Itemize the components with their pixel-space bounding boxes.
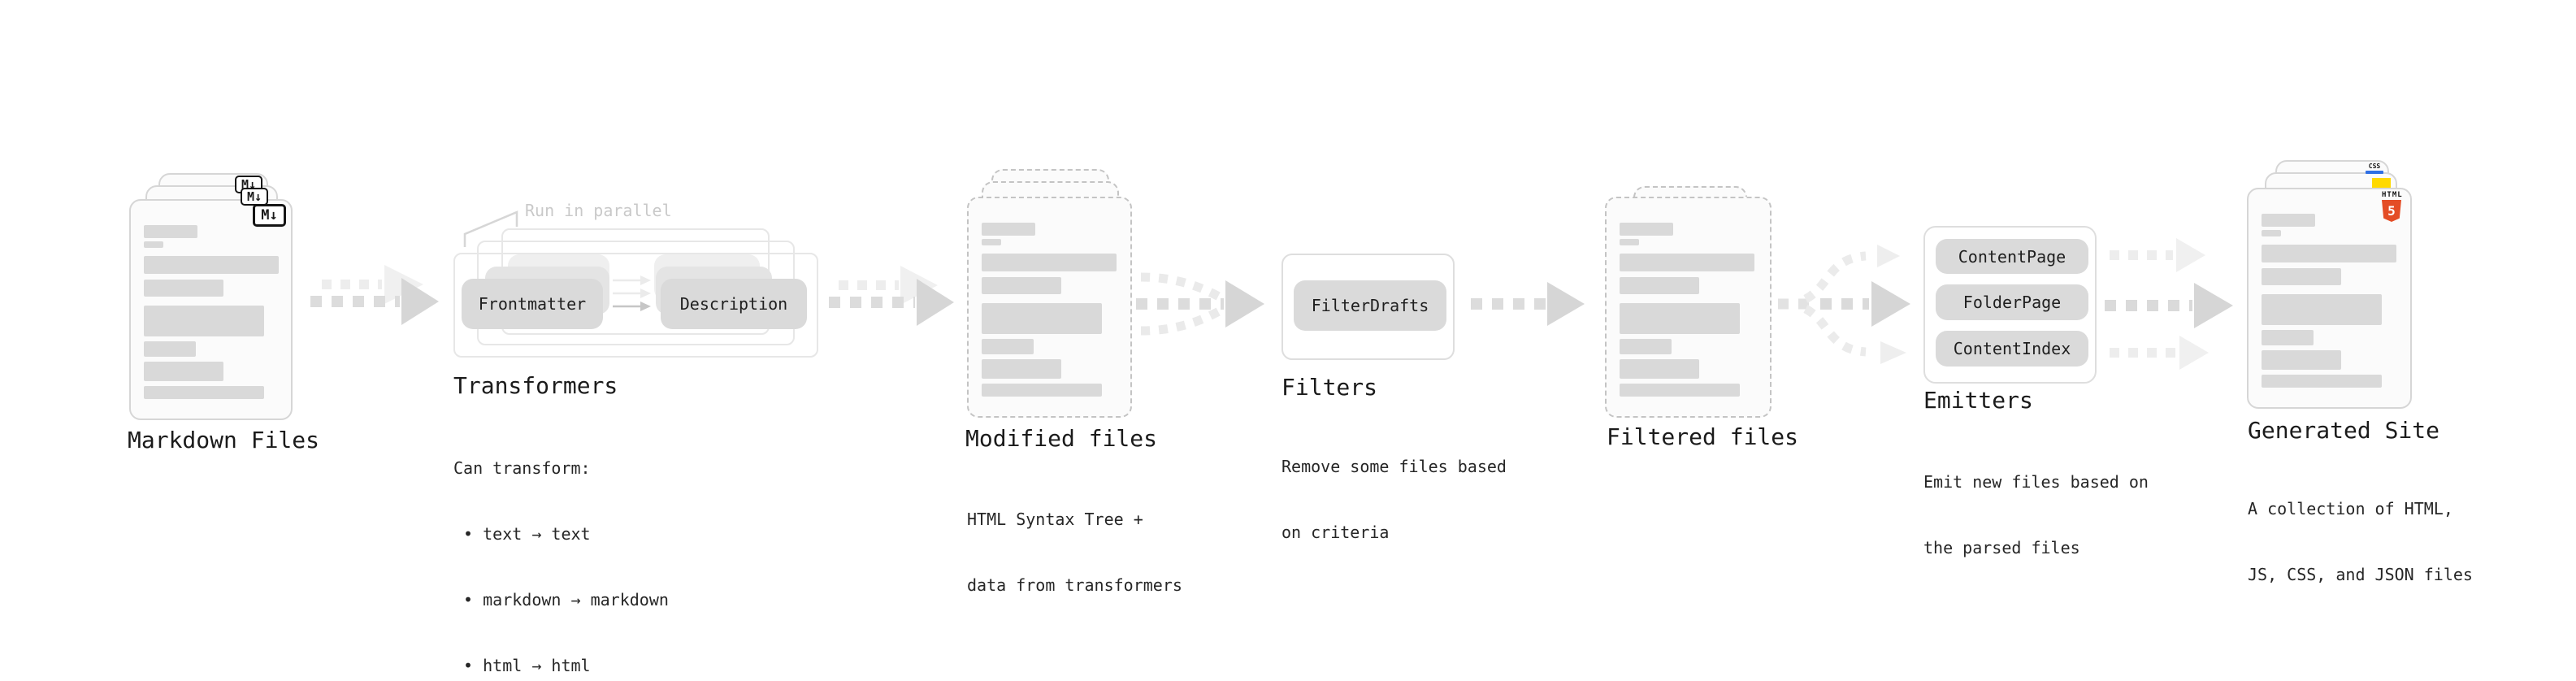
placeholder-bar	[1620, 277, 1699, 294]
emitters-description: Emit new files based on the parsed files	[1923, 427, 2149, 603]
placeholder-bar	[1620, 239, 1639, 245]
placeholder-bar	[2262, 214, 2315, 227]
markdown-file-card	[129, 199, 293, 420]
emitters-desc-line2: the parsed files	[1923, 538, 2080, 557]
placeholder-bar	[144, 225, 197, 238]
modified-desc-line1: HTML Syntax Tree +	[967, 510, 1143, 529]
run-in-parallel-label: Run in parallel	[525, 201, 672, 220]
placeholder-bar	[982, 277, 1061, 294]
bullet-text-to-text: • text → text	[453, 524, 591, 544]
placeholder-bar	[1620, 303, 1740, 334]
placeholder-bar	[2262, 268, 2341, 285]
generated-desc-line2: JS, CSS, and JSON files	[2248, 565, 2473, 584]
placeholder-bar	[144, 341, 196, 357]
placeholder-bar	[1620, 359, 1699, 379]
filters-desc-line1: Remove some files based	[1281, 457, 1507, 476]
arrow-modified-to-filters	[1136, 272, 1264, 336]
modified-files-title: Modified files	[965, 425, 1158, 452]
placeholder-bar	[2262, 294, 2382, 325]
filters-description: Remove some files based on criteria	[1281, 412, 1507, 588]
markdown-icon: M↓	[253, 204, 286, 227]
generated-site-title: Generated Site	[2248, 417, 2440, 444]
js-file-icon	[2372, 178, 2391, 188]
placeholder-bar	[2262, 350, 2341, 370]
placeholder-bar	[1620, 384, 1740, 397]
placeholder-bar	[144, 280, 223, 297]
emitters-box: ContentPage FolderPage ContentIndex	[1923, 226, 2097, 384]
html5-icon-label: HTML	[2382, 191, 2403, 199]
emitters-desc-line1: Emit new files based on	[1923, 472, 2149, 492]
placeholder-bar	[144, 306, 264, 336]
placeholder-bar	[982, 303, 1102, 334]
arrow-emitters-to-generated	[2105, 238, 2233, 370]
arrow-filtered-to-emitters	[1778, 245, 1910, 364]
placeholder-bar	[2262, 230, 2281, 236]
html5-icon: HTML 5	[2382, 191, 2403, 222]
arrow-markdown-to-transformers	[310, 265, 439, 325]
filtered-file-card	[1605, 197, 1772, 418]
folderpage-button: FolderPage	[1936, 284, 2088, 320]
html5-icon-shield: 5	[2382, 200, 2401, 222]
placeholder-bar	[982, 339, 1034, 354]
generated-file-card	[2247, 188, 2412, 409]
generated-site-description: A collection of HTML, JS, CSS, and JSON …	[2248, 454, 2473, 630]
arrow-transformers-to-modified	[829, 266, 954, 326]
placeholder-bar	[982, 254, 1117, 271]
css-file-icon: CSS	[2366, 163, 2383, 174]
bullet-markdown-to-markdown: • markdown → markdown	[453, 590, 669, 609]
modified-desc-line2: data from transformers	[967, 575, 1182, 595]
css-icon-label: CSS	[2368, 163, 2381, 170]
placeholder-bar	[1620, 254, 1754, 271]
contentindex-button: ContentIndex	[1936, 331, 2088, 367]
bullet-html-to-html: • html → html	[453, 656, 591, 675]
placeholder-bar	[144, 256, 279, 274]
placeholder-bar	[1620, 339, 1672, 354]
placeholder-bar	[982, 239, 1001, 245]
filters-title: Filters	[1281, 374, 1378, 401]
placeholder-bar	[2262, 245, 2396, 262]
contentpage-button: ContentPage	[1936, 239, 2088, 274]
placeholder-bar	[144, 362, 223, 381]
placeholder-bar	[982, 223, 1035, 236]
placeholder-bar	[1620, 223, 1673, 236]
filterdrafts-button: FilterDrafts	[1294, 280, 1446, 331]
generated-desc-line1: A collection of HTML,	[2248, 499, 2453, 518]
transformers-title: Transformers	[453, 372, 618, 399]
placeholder-bar	[2262, 330, 2314, 345]
placeholder-bar	[144, 241, 163, 248]
placeholder-bar	[982, 384, 1102, 397]
css-icon-underline	[2366, 171, 2383, 174]
transformers-box	[453, 253, 818, 358]
modified-files-description: HTML Syntax Tree + data from transformer…	[967, 465, 1182, 640]
markdown-files-title: Markdown Files	[128, 427, 320, 453]
emitters-title: Emitters	[1923, 387, 2033, 414]
markdown-icon: M↓	[241, 188, 268, 206]
placeholder-bar	[2262, 375, 2382, 388]
transformers-description: Can transform: • text → text • markdown …	[453, 414, 669, 681]
placeholder-bar	[982, 359, 1061, 379]
filtered-files-title: Filtered files	[1607, 423, 1799, 450]
can-transform-line: Can transform:	[453, 458, 591, 478]
arrow-filters-to-filtered	[1471, 282, 1585, 326]
modified-file-card	[967, 197, 1132, 418]
filters-box: FilterDrafts	[1281, 254, 1455, 360]
filters-desc-line2: on criteria	[1281, 523, 1390, 542]
description-button: Description	[661, 279, 807, 329]
frontmatter-button: Frontmatter	[462, 279, 603, 329]
placeholder-bar	[144, 386, 264, 399]
